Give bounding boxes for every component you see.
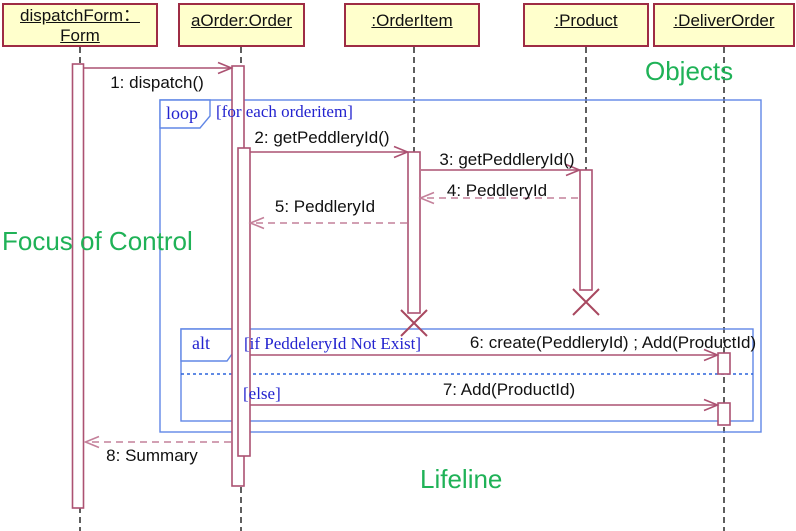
message-1-arrowhead — [217, 61, 234, 75]
object-box-deliverorder: :DeliverOrder — [653, 3, 795, 47]
message-7-label: 7: Add(ProductId) — [442, 380, 576, 399]
message-2-arrowhead — [393, 145, 410, 159]
object-label: aOrder:Order — [190, 11, 293, 30]
loop-guard-label: [for each orderitem] — [216, 102, 353, 121]
message-2-label: 2: getPeddleryId() — [254, 128, 390, 147]
activation-orderitem — [407, 151, 421, 314]
object-label: :Product — [554, 11, 618, 30]
object-box-orderitem: :OrderItem — [344, 3, 480, 47]
alt-guard-else-label: [else] — [243, 384, 281, 403]
message-4-label: 4: PeddleryId — [446, 181, 548, 200]
annotation-lifeline: Lifeline — [420, 464, 503, 494]
message-8-arrowhead — [83, 435, 100, 449]
object-box-product: :Product — [523, 3, 649, 47]
annotation-focus-of-control: Focus of Control — [2, 226, 193, 256]
object-label: dispatchForm： — [20, 6, 140, 25]
alt-guard-if-label: [if PeddeleryId Not Exist] — [244, 334, 422, 353]
activation-product — [579, 169, 593, 291]
loop-operator-pentagon — [159, 99, 211, 129]
object-label: Form — [60, 26, 100, 45]
alt-operator-label: alt — [192, 333, 210, 353]
activation-bars — [71, 63, 731, 509]
message-3-arrowhead — [565, 163, 582, 177]
loop-frame — [159, 99, 762, 433]
message-7-arrowhead — [703, 398, 720, 412]
message-6-arrowhead — [703, 348, 720, 362]
activation-deliverorder-2 — [717, 402, 731, 426]
message-1-label: 1: dispatch() — [110, 73, 204, 92]
message-8-label: 8: Summary — [106, 446, 198, 465]
destroy-x-orderitem-icon — [400, 309, 428, 337]
object-label: :DeliverOrder — [673, 11, 775, 30]
message-arrows — [83, 61, 720, 449]
destroy-x-product-icon — [572, 288, 600, 316]
activation-dispatchform — [71, 63, 85, 509]
message-6-label: 6: create(PeddleryId) ; Add(ProductId) — [469, 333, 757, 352]
alt-frame — [180, 328, 754, 422]
message-4-arrowhead — [418, 191, 435, 205]
object-box-dispatchform: dispatchForm： Form — [2, 3, 158, 47]
message-5-label: 5: PeddleryId — [274, 197, 376, 216]
destruction-marks — [400, 288, 600, 337]
activation-deliverorder-1 — [717, 352, 731, 375]
object-box-aorder: aOrder:Order — [178, 3, 305, 47]
annotation-objects: Objects — [645, 56, 734, 86]
loop-operator-label: loop — [166, 103, 199, 123]
message-5-arrowhead — [248, 216, 265, 230]
object-label: :OrderItem — [371, 11, 453, 30]
message-3-label: 3: getPeddleryId() — [439, 150, 575, 169]
activation-aorder-nested — [237, 147, 251, 457]
